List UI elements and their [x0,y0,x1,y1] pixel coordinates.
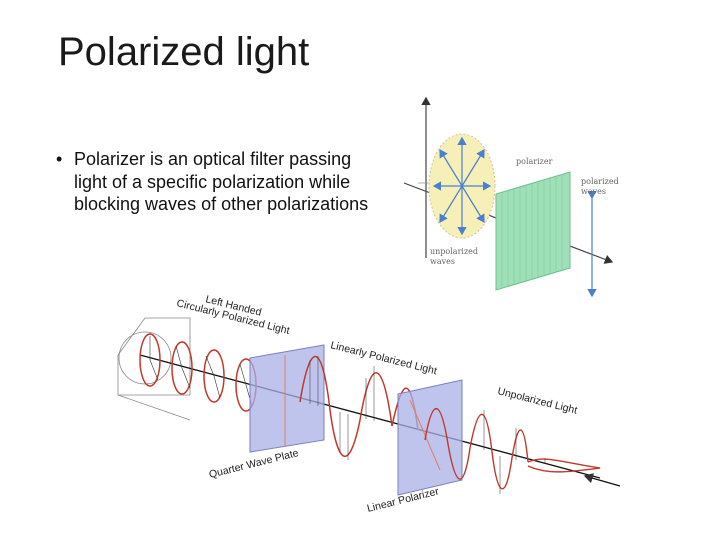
unpolarized-wave [424,407,601,490]
slide-title: Polarized light [58,30,310,74]
polarized-waves-label-2: waves [581,187,606,196]
polarizer-figure: polarizer polarized waves unpolarized wa… [403,96,619,298]
unpolarized-light-label: Unpolarized Light [496,385,578,416]
circle-outline [118,331,172,385]
unpolarized-arrows [432,136,492,236]
quarter-wave-label: Quarter Wave Plate [208,447,300,481]
quarter-wave-plate [249,344,325,453]
polarizer-label: polarizer [516,157,553,166]
polarized-waves-label-1: polarized [581,177,619,186]
unpolarized-hatch [483,410,546,494]
waveplate-figure: Left Handed Circularly Polarized Light L… [117,293,621,515]
bullet-dot: • [56,149,63,169]
filter-lines [501,174,563,288]
polarizer-filter [495,171,571,291]
unpolarized-waves-label-1: unpolarized [430,247,478,256]
beam-axis [139,354,601,479]
linear-hatch [309,356,375,460]
frame-box [117,317,191,396]
linear-polarizer [397,379,463,496]
linear-light-label: Linearly Polarized Light [329,339,438,377]
beam-arrow [583,473,621,487]
bullet-text: Polarizer is an optical filter passing l… [74,149,369,214]
unpolarized-waves-label-2: waves [430,257,455,266]
bullet-item: • Polarizer is an optical filter passing … [56,148,374,216]
circular-wave [139,333,257,412]
